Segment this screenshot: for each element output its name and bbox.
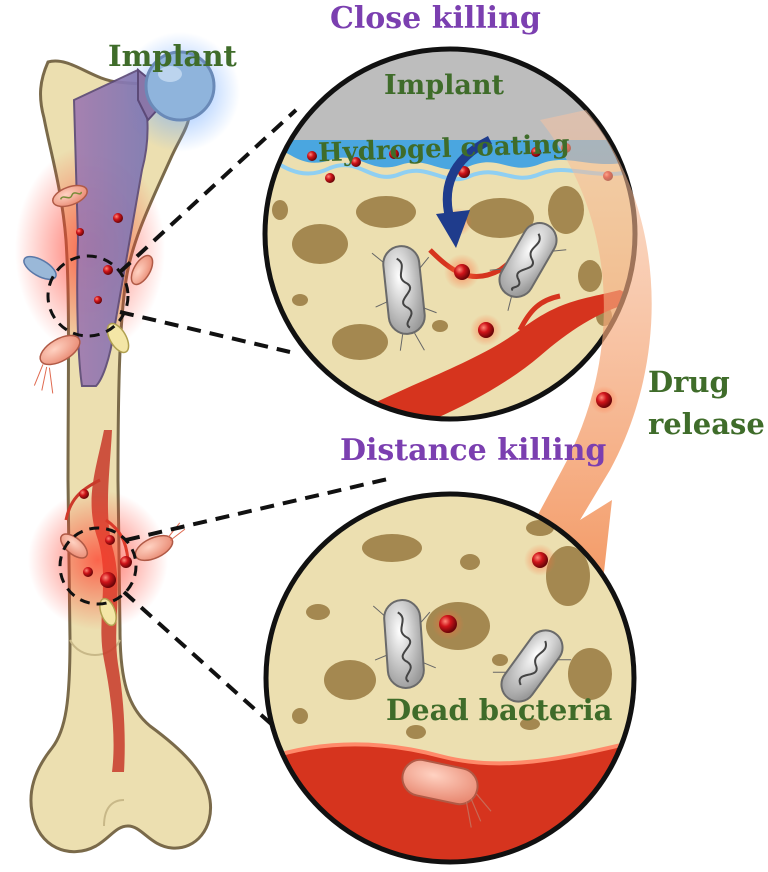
close-killing-label: Close killing xyxy=(330,1,541,36)
implant-circle-label: Implant xyxy=(384,70,504,101)
distance-killing-drug-particles xyxy=(432,544,556,640)
distance-killing-label: Distance killing xyxy=(340,433,607,468)
hip-implant xyxy=(72,50,216,387)
distance-killing-circle xyxy=(263,491,637,865)
released-drug-particle xyxy=(590,386,618,414)
dead-bacteria-cells xyxy=(372,599,572,828)
femur-drug-particles xyxy=(76,213,132,588)
close-killing-bacteria xyxy=(371,222,567,351)
dead-bacteria-label: Dead bacteria xyxy=(386,693,613,727)
close-killing-circle xyxy=(262,46,638,422)
implant-label: Implant xyxy=(108,39,237,73)
drug-label: Drug xyxy=(648,365,730,399)
release-label: release xyxy=(648,407,765,441)
drug-release-arrow xyxy=(480,110,652,680)
